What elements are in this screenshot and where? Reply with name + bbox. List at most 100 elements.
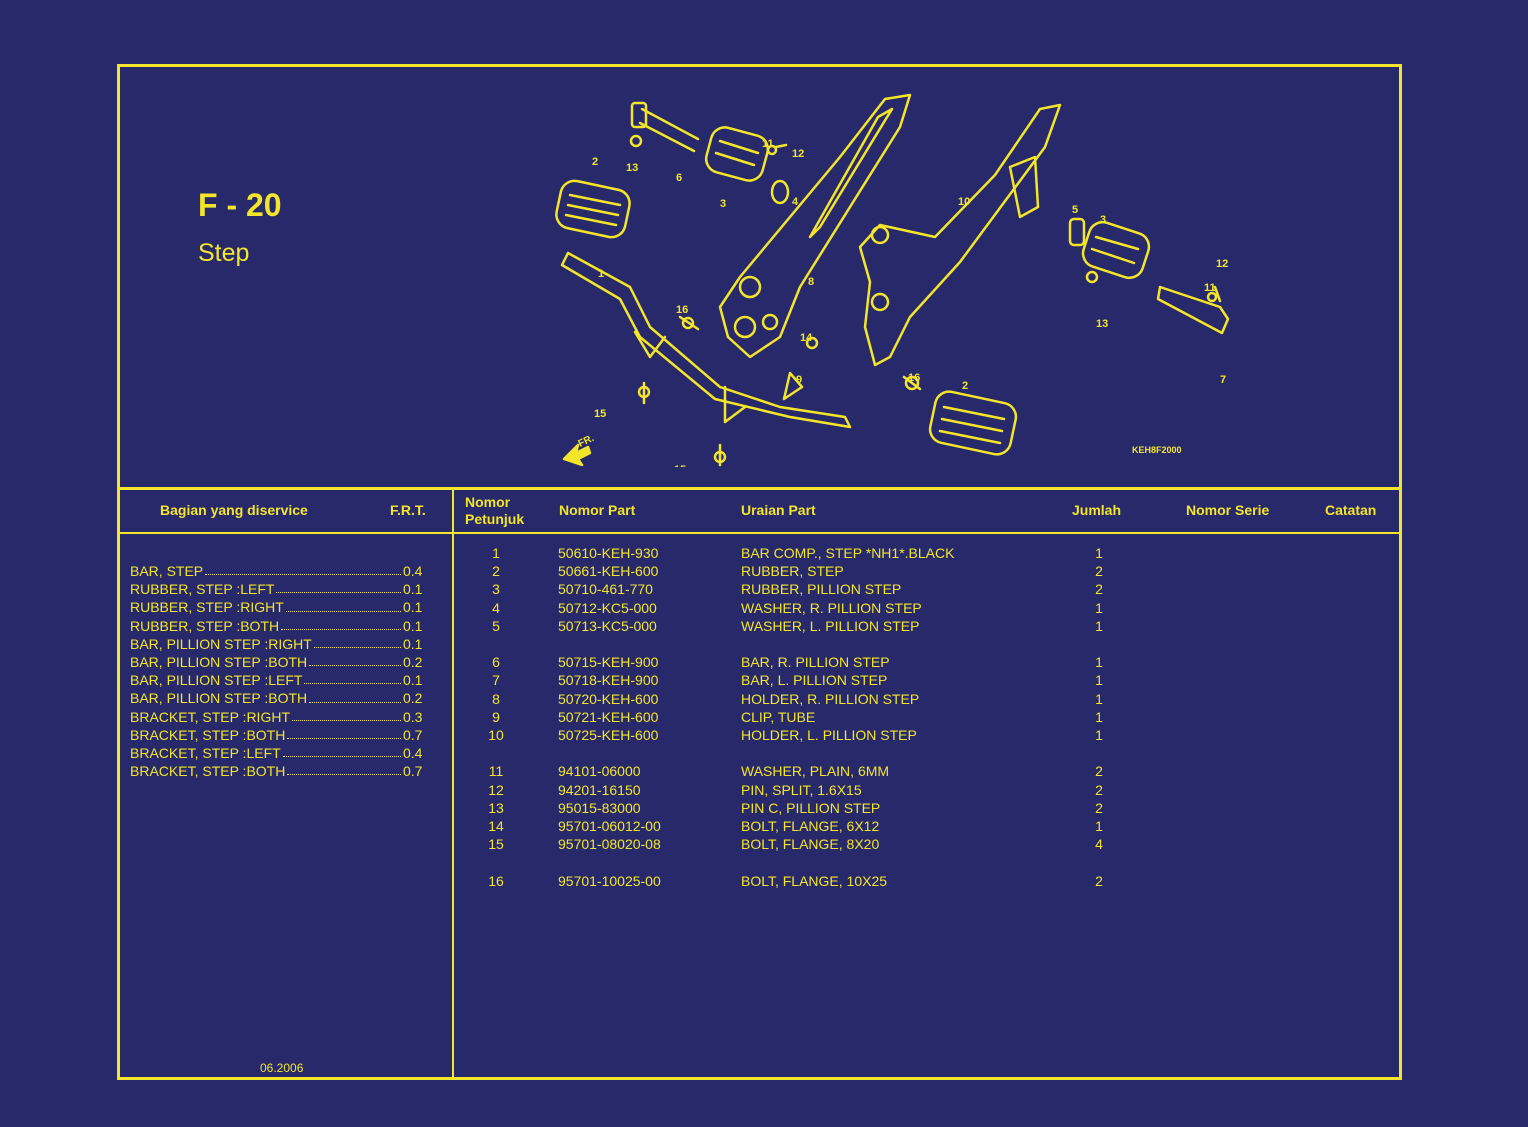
part-number: 50725-KEH-600 [558, 727, 659, 743]
part-qty: 1 [1095, 617, 1103, 634]
leader-dots [287, 726, 401, 739]
svg-text:13: 13 [626, 162, 638, 174]
part-description: HOLDER, L. PILLION STEP [741, 727, 917, 743]
leader-dots [285, 598, 401, 612]
part-ref: 4 [492, 599, 500, 616]
service-frt: 0.4 [403, 744, 423, 761]
svg-text:8: 8 [808, 276, 814, 288]
section-title: Step [198, 239, 250, 267]
svg-text:11: 11 [762, 138, 774, 150]
part-qty: 2 [1095, 781, 1103, 798]
col-ref-line2: Petunjuk [465, 511, 525, 527]
service-frt: 0.2 [403, 653, 423, 670]
part-ref: 7 [492, 672, 500, 689]
col-serial: Nomor Serie [1186, 502, 1270, 518]
svg-text:3: 3 [720, 198, 726, 210]
svg-text:15: 15 [594, 408, 606, 420]
leader-dots [205, 562, 401, 576]
svg-text:12: 12 [1216, 258, 1228, 270]
service-frt: 0.7 [403, 763, 423, 780]
part-description: BOLT, FLANGE, 10X25 [741, 872, 888, 889]
holder-right-drawing [718, 93, 912, 359]
service-frt: 0.7 [403, 726, 423, 743]
part-qty: 1 [1095, 545, 1103, 561]
part-number: 50721-KEH-600 [558, 708, 659, 725]
part-number: 95701-08020-08 [558, 836, 661, 853]
part-ref: 3 [492, 581, 500, 598]
part-description: BOLT, FLANGE, 8X20 [741, 836, 880, 853]
part-description: WASHER, PLAIN, 6MM [741, 763, 890, 780]
footer-date: 06.2006 [260, 1061, 304, 1075]
part-number: 95015-83000 [558, 799, 641, 816]
service-name: BAR, STEP [130, 563, 204, 579]
part-description: PIN, SPLIT, 1.6X15 [741, 781, 862, 798]
part-description: WASHER, L. PILLION STEP [741, 617, 920, 634]
svg-text:15: 15 [674, 464, 686, 467]
step-bar-drawing [560, 251, 852, 467]
part-qty: 1 [1095, 672, 1103, 689]
service-frt: 0.4 [403, 563, 423, 579]
part-qty: 2 [1095, 763, 1103, 780]
svg-text:5: 5 [1072, 204, 1078, 216]
part-ref: 13 [488, 799, 504, 816]
part-qty: 1 [1095, 818, 1103, 834]
leader-dots [281, 617, 401, 630]
part-ref: 9 [492, 708, 500, 725]
col-frt: F.R.T. [390, 502, 426, 518]
svg-text:6: 6 [676, 172, 682, 184]
rubber-pillion-upper-drawing [704, 126, 790, 205]
part-qty: 2 [1095, 872, 1103, 889]
part-description: PIN C, PILLION STEP [741, 799, 881, 816]
svg-text:2: 2 [962, 380, 968, 392]
leader-dots [309, 689, 401, 703]
part-number: 95701-06012-00 [558, 818, 661, 834]
svg-text:16: 16 [908, 372, 920, 384]
section-code: F - 20 [198, 187, 282, 223]
part-number: 50713-KC5-000 [558, 617, 657, 634]
service-row: RUBBER, STEP :LEFT 0.1 [130, 580, 425, 598]
part-qty: 2 [1095, 563, 1103, 580]
diagram-code: KEH8F2000 [1132, 445, 1182, 455]
part-qty: 1 [1095, 599, 1103, 616]
service-name: BAR, PILLION STEP :LEFT [130, 672, 303, 689]
leader-dots [287, 762, 401, 776]
svg-text:7: 7 [1220, 374, 1226, 386]
part-description: CLIP, TUBE [741, 708, 816, 725]
svg-text:4: 4 [792, 196, 799, 208]
part-number: 50715-KEH-900 [558, 654, 659, 671]
part-number: 50712-KC5-000 [558, 599, 657, 616]
part-qty: 1 [1095, 708, 1103, 725]
service-frt: 0.1 [403, 581, 423, 598]
rubber-pillion-left-drawing [1068, 217, 1230, 335]
part-description: BAR, R. PILLION STEP [741, 654, 890, 671]
holder-left-drawing [858, 103, 1062, 367]
part-number: 50710-461-770 [558, 581, 653, 598]
part-ref: 14 [488, 818, 504, 834]
service-frt: 0.3 [403, 708, 423, 725]
part-qty: 4 [1095, 836, 1103, 853]
parts-sheet-frame: F - 20 Step [117, 64, 1402, 1080]
part-description: RUBBER, STEP [741, 563, 844, 580]
part-description: BAR, L. PILLION STEP [741, 672, 888, 689]
part-ref: 10 [488, 727, 504, 743]
part-number: 50610-KEH-930 [558, 545, 659, 561]
part-qty: 1 [1095, 690, 1103, 707]
col-serviced: Bagian yang diservice [160, 502, 308, 518]
service-name: RUBBER, STEP :LEFT [130, 581, 275, 598]
leader-dots [309, 653, 401, 667]
leader-dots [313, 635, 401, 648]
part-ref: 5 [492, 617, 500, 634]
svg-text:9: 9 [796, 374, 802, 386]
service-frt: 0.1 [403, 617, 423, 634]
front-direction-arrow [562, 443, 592, 467]
part-description: HOLDER, R. PILLION STEP [741, 690, 920, 707]
col-notes: Catatan [1325, 502, 1377, 518]
part-number: 50720-KEH-600 [558, 690, 659, 707]
